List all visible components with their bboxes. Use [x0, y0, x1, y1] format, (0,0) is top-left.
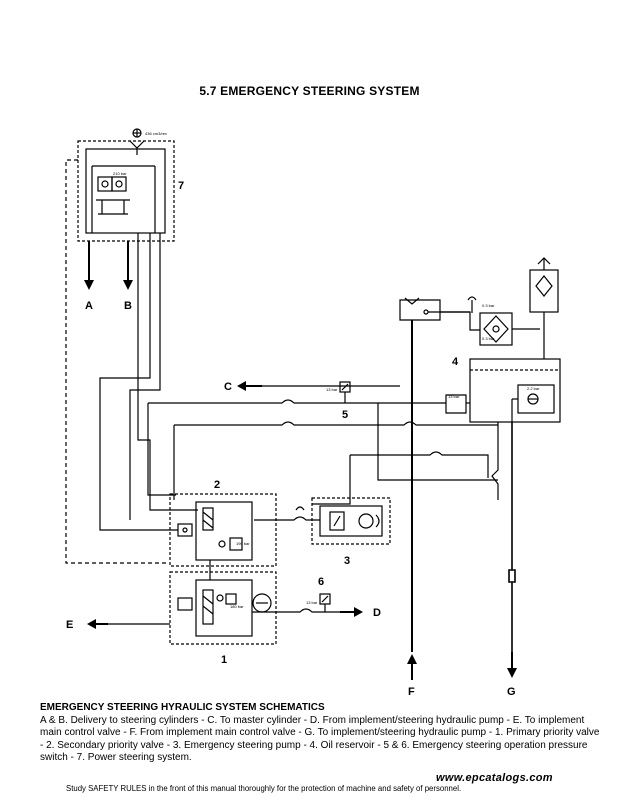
power-steering-unit-7: 436 cm3/rev 210 bar 7 — [77, 128, 184, 242]
line-7-return — [129, 233, 161, 520]
line-return — [174, 421, 498, 426]
port-f: F — [407, 654, 417, 698]
p1-pressure: 180 bar — [230, 604, 244, 609]
port-g: G — [507, 652, 517, 698]
label-5: 5 — [342, 409, 348, 421]
v6-pressure: 13 bar — [306, 600, 318, 605]
label-c: C — [224, 381, 232, 393]
v5-pressure: 13 bar — [326, 387, 338, 392]
secondary-priority-valve-2: 190 bar 2 — [169, 479, 277, 567]
svg-text:13 bar: 13 bar — [448, 394, 460, 399]
label-g: G — [507, 686, 516, 698]
line-5 — [148, 399, 446, 404]
caption-title: EMERGENCY STEERING HYRAULIC SYSTEM SCHEM… — [40, 702, 325, 713]
watermark: www.epcatalogs.com — [436, 772, 553, 784]
port-d: D — [252, 607, 381, 619]
v7-pressure: 210 bar — [113, 171, 127, 176]
label-d: D — [373, 607, 381, 619]
port-a: A — [84, 241, 94, 312]
line-7-to-2 — [99, 233, 178, 531]
oil-reservoir-4: 4 0.3 bar 0.3 bar 2.2 bar — [452, 257, 561, 423]
line-pump-supply — [350, 451, 489, 478]
r4-pressure: 0.3 bar — [482, 336, 495, 341]
label-f: F — [408, 686, 415, 698]
label-3: 3 — [344, 555, 350, 567]
r4-relief: 2.2 bar — [527, 386, 540, 391]
footer-note: Study SAFETY RULES in the front of this … — [66, 784, 462, 793]
line-7-supply — [137, 233, 198, 511]
label-e: E — [66, 619, 73, 631]
caption: EMERGENCY STEERING HYRAULIC SYSTEM SCHEM… — [40, 702, 600, 764]
emergency-pump-3: 3 — [311, 497, 391, 567]
p2-pressure: 190 bar — [236, 541, 250, 546]
label-1: 1 — [221, 654, 227, 666]
port-b: B — [123, 241, 133, 312]
label-2: 2 — [214, 479, 220, 491]
line-2-to-3 — [254, 516, 320, 521]
page-title: 5.7 EMERGENCY STEERING SYSTEM — [199, 84, 420, 98]
pressure-switch-6: 13 bar 6 — [306, 576, 331, 612]
line-5-down — [147, 403, 176, 496]
label-a: A — [85, 300, 93, 312]
label-b: B — [124, 300, 132, 312]
caption-body: A & B. Delivery to steering cylinders - … — [40, 715, 600, 763]
pressure-switch-5: 13 bar 5 — [326, 381, 351, 421]
line-g-upper — [491, 422, 499, 500]
label-7: 7 — [178, 180, 184, 192]
cylinder-rating: 436 cm3/rev — [145, 131, 167, 136]
label-4: 4 — [452, 356, 459, 368]
primary-priority-valve-1: 180 bar 1 — [169, 571, 277, 666]
port-e: E — [66, 619, 170, 631]
port-c: C — [224, 381, 400, 393]
r4-filter: 0.3 bar — [482, 303, 495, 308]
pilot-line — [65, 159, 168, 564]
label-6: 6 — [318, 576, 324, 588]
line-g — [508, 422, 516, 652]
